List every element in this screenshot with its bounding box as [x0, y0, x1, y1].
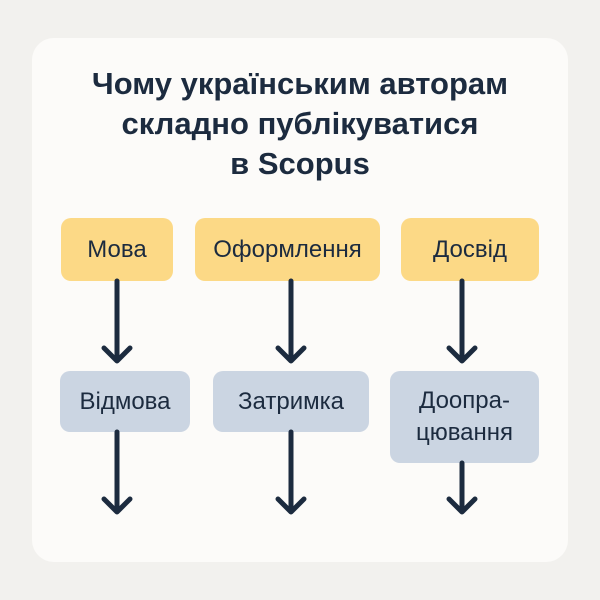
title-line: в Scopus [230, 146, 370, 181]
effect-box-rejection: Відмова [60, 371, 190, 432]
arrow-down-icon [446, 460, 478, 515]
effect-line: Доопра- [419, 387, 510, 414]
cause-box-experience: Досвід [401, 218, 539, 281]
effect-box-delay: Затримка [213, 371, 369, 432]
title-line: складно публікуватися [121, 106, 479, 141]
title-line: Чому українським авторам [91, 66, 509, 101]
diagram-card [32, 38, 568, 562]
arrow-down-icon [275, 429, 307, 515]
arrow-down-icon [275, 278, 307, 364]
effect-box-revision: Доопра- цювання [390, 371, 539, 463]
cause-box-language: Мова [61, 218, 173, 281]
cause-box-formatting: Оформлення [195, 218, 380, 281]
arrow-down-icon [101, 278, 133, 364]
diagram-title: Чому українським авторам складно публіку… [32, 64, 568, 184]
effect-line: цювання [415, 419, 514, 446]
arrow-down-icon [446, 278, 478, 364]
arrow-down-icon [101, 429, 133, 515]
